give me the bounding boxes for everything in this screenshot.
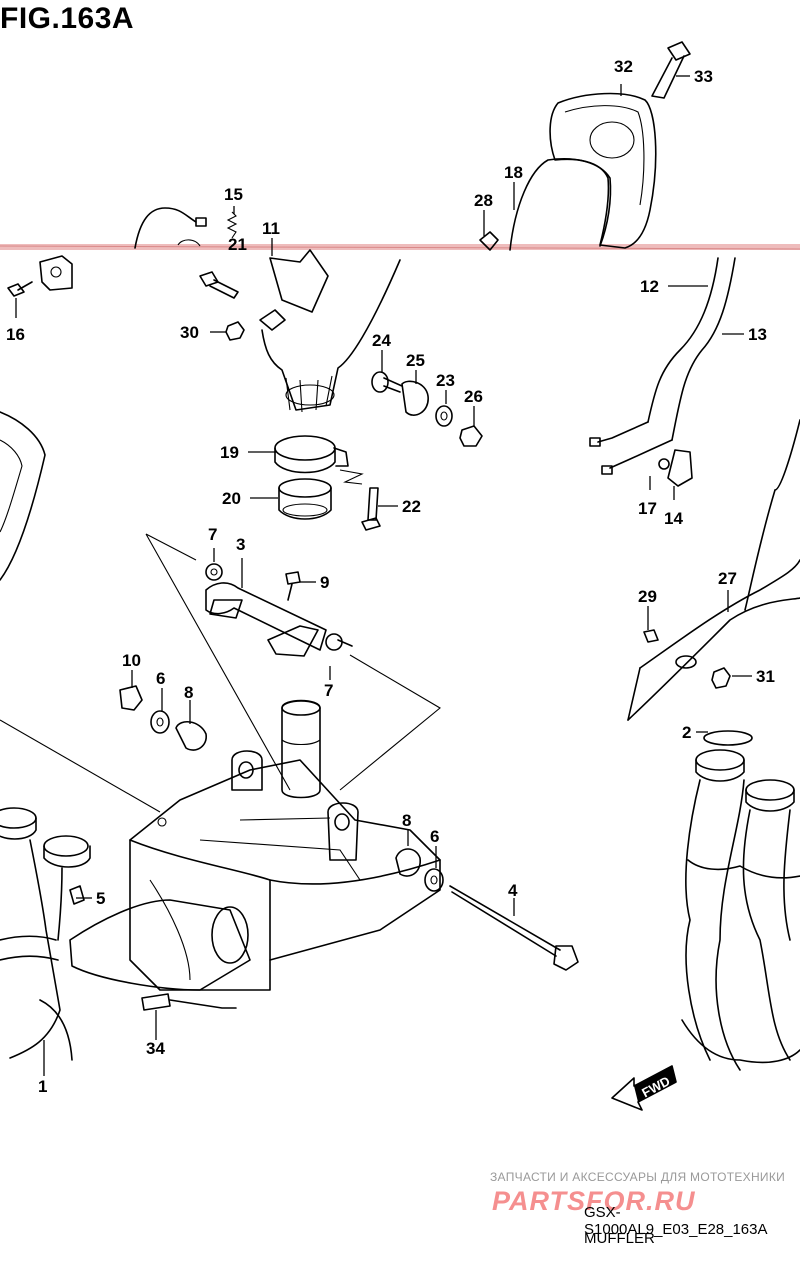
callout-10: 10 (122, 651, 141, 670)
bolt-upper (199, 271, 239, 299)
inlet-pipe (261, 259, 401, 413)
callout-22: 22 (402, 497, 421, 516)
callout-34: 34 (146, 1039, 165, 1058)
muffler-end-cover (509, 158, 612, 251)
callout-3: 3 (236, 535, 245, 554)
screw-29 (643, 629, 659, 643)
nut-31 (711, 667, 731, 689)
callout-15: 15 (224, 185, 243, 204)
callout-20: 20 (222, 489, 241, 508)
o2-sensor-34 (141, 993, 237, 1011)
figure-code: GSX-S1000AL9_E03_E28_163A (584, 1204, 768, 1238)
callout-18: 18 (504, 163, 523, 182)
callout-2: 2 (682, 723, 691, 742)
callout-25: 25 (406, 351, 425, 370)
watermark-text: ЗАПЧАСТИ И АКСЕССУАРЫ ДЛЯ МОТОТЕХНИКИ (490, 1170, 786, 1184)
callout-31: 31 (756, 667, 775, 686)
callout-33: 33 (694, 67, 713, 86)
exhaust-headers-left (0, 807, 91, 1061)
callout-9: 9 (320, 573, 329, 592)
clamp-leader (339, 469, 364, 485)
fwd-label: FWD (639, 1073, 672, 1100)
callout-1: 1 (38, 1077, 47, 1096)
callout-11: 11 (262, 219, 280, 238)
callout-7a: 7 (208, 525, 217, 544)
callout-14: 14 (664, 509, 683, 528)
bracket-11 (259, 249, 329, 331)
figure-caption: MUFFLER (584, 1230, 655, 1247)
watermark-logo: PARTSFOR.RU (492, 1186, 696, 1216)
hardware-stack (371, 371, 483, 447)
callout-12: 12 (640, 277, 659, 296)
callout-29: 29 (638, 587, 657, 606)
callout-6a: 6 (156, 669, 165, 688)
bolt-33 (651, 41, 691, 99)
callout-17: 17 (638, 499, 657, 518)
nut-30 (225, 321, 245, 341)
callout-16: 16 (6, 325, 25, 344)
bracket-16 (7, 255, 73, 297)
callout-19: 19 (220, 443, 239, 462)
assembly-guide-lines (0, 533, 441, 813)
mount-hardware-left (119, 685, 207, 751)
callout-4: 4 (508, 881, 518, 900)
bolt-22 (361, 487, 381, 531)
muffler-bracket-3 (205, 563, 353, 657)
mount-hardware-right (395, 848, 579, 971)
heat-shield-cover (549, 92, 657, 249)
callout-32: 32 (614, 57, 633, 76)
scan-band (0, 244, 800, 250)
muffler-body (69, 699, 441, 991)
clip-28 (479, 231, 499, 251)
callout-5: 5 (96, 889, 105, 908)
exhaust-headers-right (681, 730, 800, 1071)
callout-21: 21 (228, 235, 247, 254)
callout-23: 23 (436, 371, 455, 390)
fwd-arrow-icon: FWD (611, 1065, 677, 1111)
sensor-wire (134, 207, 238, 249)
callout-24: 24 (372, 331, 391, 350)
callout-leaders (15, 75, 752, 1076)
heat-guard-27 (627, 419, 800, 721)
left-shield (0, 411, 46, 581)
clamp-19 (274, 435, 349, 474)
control-cables (589, 257, 736, 487)
callout-27: 27 (718, 569, 737, 588)
gasket-20 (278, 478, 332, 520)
callout-8a: 8 (184, 683, 193, 702)
callout-7b: 7 (324, 681, 333, 700)
callout-6b: 6 (430, 827, 439, 846)
callout-28: 28 (474, 191, 493, 210)
callout-8b: 8 (402, 811, 411, 830)
callout-labels: 1 2 3 4 5 6 6 7 7 8 8 9 10 11 12 13 14 1… (6, 57, 775, 1096)
callout-26: 26 (464, 387, 483, 406)
figure-title: FIG.163A (0, 2, 135, 35)
callout-30: 30 (180, 323, 199, 342)
callout-13: 13 (748, 325, 767, 344)
